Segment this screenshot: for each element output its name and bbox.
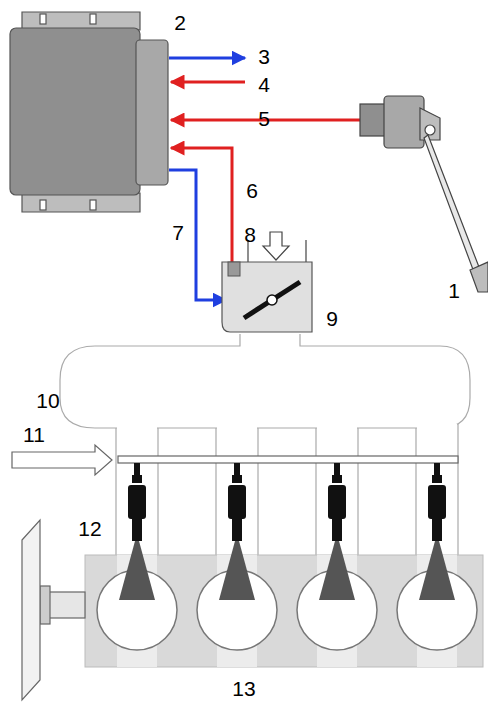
callout-number: 5	[258, 108, 270, 129]
intake-manifold	[60, 334, 470, 560]
callout-number: 13	[232, 678, 255, 699]
callout-number: 7	[172, 222, 184, 243]
pulley	[22, 520, 85, 700]
callout-number: 8	[244, 224, 256, 245]
callout-number: 3	[258, 46, 270, 67]
callout-number: 10	[36, 390, 59, 411]
callout-number: 6	[246, 180, 258, 201]
pedal-sensor	[360, 96, 488, 292]
control-unit	[10, 12, 168, 212]
callout-number: 2	[174, 12, 186, 33]
callout-number: 1	[448, 280, 460, 301]
callout-number: 12	[78, 518, 101, 539]
fuel-rail	[12, 445, 458, 475]
callout-number: 11	[23, 424, 45, 445]
callout-number: 4	[258, 74, 270, 95]
injectors	[119, 463, 455, 600]
callout-number: 9	[326, 308, 338, 329]
throttle-body	[222, 232, 312, 332]
